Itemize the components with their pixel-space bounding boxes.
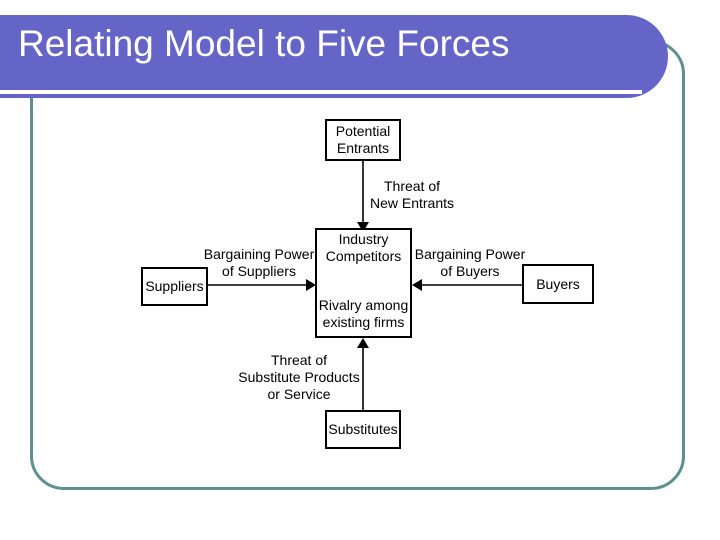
page-title: Relating Model to Five Forces (18, 23, 510, 64)
edge-label-bargaining-power-buyers-line-1: Bargaining Power (414, 246, 526, 262)
edge-label-threat-substitutes-line-3: or Service (267, 386, 331, 402)
node-suppliers[interactable]: Suppliers (141, 267, 208, 306)
node-potential-entrants-line-1: Potential (335, 123, 391, 139)
edge-label-bargaining-power-buyers-line-2: of Buyers (440, 263, 500, 279)
node-industry-competitors-label: Industry Competitors (315, 231, 412, 265)
node-industry-competitors-line-1: Industry (338, 231, 389, 247)
node-buyers[interactable]: Buyers (522, 264, 594, 304)
node-substitutes[interactable]: Substitutes (325, 410, 401, 449)
edge-label-bargaining-power-buyers: Bargaining Power of Buyers (408, 246, 532, 280)
node-suppliers-label: Suppliers (145, 278, 204, 294)
title-banner (0, 15, 668, 98)
node-buyers-label: Buyers (536, 275, 580, 292)
connector-bargaining-power-buyers (412, 279, 522, 291)
edge-label-bargaining-power-suppliers-line-1: Bargaining Power (203, 246, 315, 262)
connector-bargaining-power-suppliers (208, 279, 316, 291)
edge-label-threat-new-entrants-line-2: New Entrants (369, 195, 455, 211)
node-substitutes-label: Substitutes (328, 421, 398, 437)
edge-label-threat-substitutes-line-1: Threat of (270, 352, 328, 368)
edge-label-threat-new-entrants-line-1: Threat of (383, 178, 441, 194)
node-rivalry-label: Rivalry among existing firms (315, 297, 412, 331)
node-industry-competitors[interactable] (315, 228, 412, 338)
title-underline-rule (0, 90, 642, 94)
edge-label-bargaining-power-suppliers: Bargaining Power of Suppliers (197, 246, 321, 280)
node-potential-entrants[interactable]: Potential Entrants (325, 119, 401, 161)
edge-label-bargaining-power-suppliers-line-2: of Suppliers (222, 263, 296, 279)
node-rivalry-line-2: existing firms (322, 314, 405, 330)
connector-threat-new-entrants (357, 161, 369, 232)
edge-label-threat-new-entrants: Threat of New Entrants (352, 178, 472, 212)
edge-label-threat-substitutes: Threat of Substitute Products or Service (218, 352, 380, 403)
connector-threat-substitutes (357, 338, 369, 410)
node-potential-entrants-line-2: Entrants (336, 140, 390, 156)
edge-label-threat-substitutes-line-2: Substitute Products (238, 369, 360, 385)
node-industry-competitors-line-2: Competitors (325, 248, 402, 264)
node-rivalry-line-1: Rivalry among (318, 297, 409, 313)
